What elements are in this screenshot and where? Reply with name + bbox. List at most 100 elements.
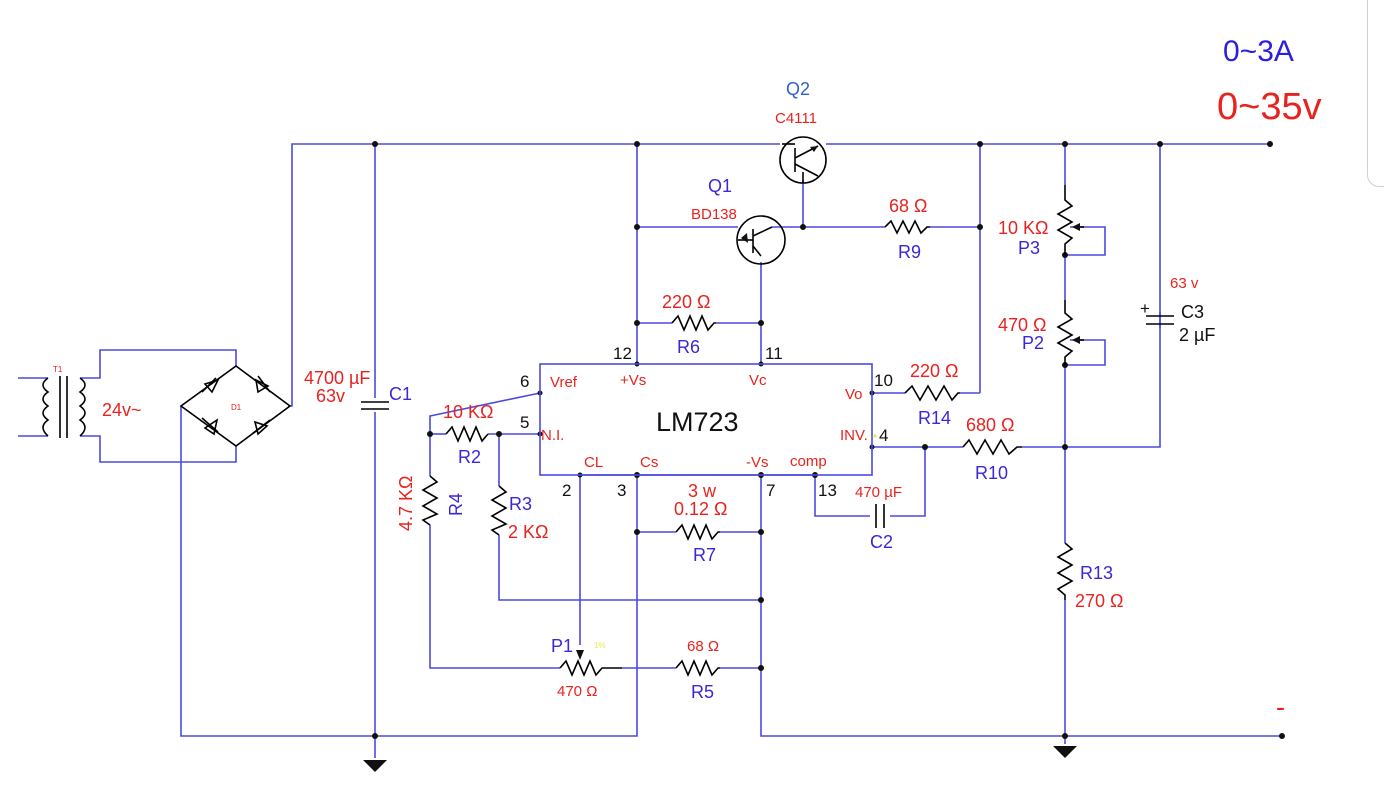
r10-name: R10 (975, 463, 1008, 483)
wire-r10-right (1022, 144, 1161, 448)
p1-tag: 1% (594, 641, 606, 650)
ic-name: LM723 (656, 407, 739, 437)
r4-name: R4 (446, 493, 466, 516)
r9-name: R9 (898, 242, 921, 262)
resistor-r9[interactable]: 68 Ω R9 (884, 196, 930, 262)
p3-name: P3 (1018, 238, 1040, 258)
wire-top-rail (288, 143, 780, 407)
pin10-label: Vo (845, 386, 863, 403)
c3-rating: 63 v (1170, 275, 1199, 292)
scroll-edge (1367, 0, 1384, 187)
q1-part: BD138 (691, 206, 737, 223)
wire-bottom-rail-left (180, 406, 638, 737)
pin12-label: +Vs (620, 372, 646, 389)
output-negative-label: - (1276, 692, 1285, 722)
ground-right (1053, 746, 1077, 758)
bridge-rectifier-d1[interactable]: D1 (179, 365, 292, 447)
pin13-number: 13 (818, 481, 837, 500)
r7-value: 0.12 Ω (674, 499, 728, 519)
resistor-r10[interactable]: 680 Ω R10 (962, 415, 1022, 483)
r3-value: 2 KΩ (508, 522, 548, 542)
pin2-number: 2 (562, 481, 571, 500)
pin11-label: Vc (749, 372, 767, 389)
resistor-r2[interactable]: 10 KΩ R2 (443, 402, 493, 467)
wire-bottom-rail-right (760, 668, 1282, 737)
p2-value: 470 Ω (998, 315, 1047, 335)
q2-part: C4111 (775, 110, 817, 127)
r2-name: R2 (458, 447, 481, 467)
c3-name: C3 (1181, 302, 1204, 322)
pin6-number: 6 (520, 372, 529, 391)
r13-value: 270 Ω (1075, 591, 1124, 611)
r7-power: 3 w (688, 481, 717, 501)
resistor-r14[interactable]: 220 Ω R14 (904, 361, 960, 428)
pin5-number: 5 (520, 413, 529, 432)
r10-value: 680 Ω (966, 415, 1015, 435)
capacitor-c1[interactable]: 4700 µF 63v C1 (304, 368, 412, 410)
transistor-q1[interactable]: Q1 BD138 (691, 176, 786, 265)
resistor-r13[interactable]: R13 270 Ω (1056, 542, 1124, 611)
resistor-r5[interactable]: 68 Ω R5 (675, 638, 720, 702)
wire-t1-secondary-top (80, 349, 237, 379)
pin7-number: 7 (766, 481, 775, 500)
pin3-number: 3 (617, 481, 626, 500)
wire-c2-left (814, 475, 870, 517)
r13-name: R13 (1080, 563, 1113, 583)
pin12-number: 12 (613, 344, 632, 363)
resistor-r6[interactable]: 220 Ω R6 (662, 292, 716, 357)
resistor-r4[interactable]: 4.7 KΩ R4 (396, 475, 466, 532)
pin10-number: 10 (874, 371, 893, 390)
wire-t1-secondary-bottom (80, 435, 237, 463)
r5-name: R5 (691, 682, 714, 702)
r5-value: 68 Ω (687, 638, 719, 655)
p2-name: P2 (1022, 333, 1044, 353)
ic-lm723[interactable]: LM723 Vref N.I. +Vs Vc Vo INV. CL Cs -Vs… (520, 344, 893, 500)
t1-label: T1 (53, 365, 63, 374)
t1-voltage: 24v~ (102, 400, 142, 420)
junctions (372, 141, 1285, 739)
c2-value: 470 µF (855, 484, 902, 501)
potentiometer-p2[interactable]: 470 Ω P2 (998, 300, 1084, 365)
pin5-label: N.I. (541, 427, 564, 444)
wire-p3-wiper (1065, 226, 1106, 256)
c3-value: 2 µF (1179, 325, 1215, 345)
d1-label: D1 (231, 403, 242, 412)
c1-value: 4700 µF (304, 368, 370, 388)
transformer-t1[interactable]: T1 24v~ (42, 365, 142, 438)
output-current-label: 0~3A (1223, 35, 1294, 68)
pin11-number: 11 (765, 344, 783, 363)
pin3-label: Cs (640, 454, 658, 471)
wire-p2-wiper (1065, 339, 1106, 366)
r14-name: R14 (918, 408, 951, 428)
pin2-label: CL (584, 454, 603, 471)
output-voltage-label: 0~35v (1217, 86, 1322, 128)
r3-name: R3 (509, 494, 532, 514)
transistor-q2[interactable]: Q2 C4111 (775, 79, 827, 184)
r6-name: R6 (677, 337, 700, 357)
potentiometer-p1[interactable]: P1 1% 470 Ω (551, 636, 622, 700)
p1-value: 470 Ω (557, 683, 597, 700)
resistor-r7[interactable]: 3 w 0.12 Ω R7 (674, 481, 728, 565)
capacitor-c2[interactable]: 470 µF C2 (855, 484, 902, 552)
c1-name: C1 (389, 384, 412, 404)
resistor-r3[interactable]: R3 2 KΩ (490, 485, 548, 542)
r9-value: 68 Ω (889, 196, 927, 216)
r14-value: 220 Ω (910, 361, 959, 381)
wire-c2-right (890, 447, 926, 517)
q2-name: Q2 (786, 79, 810, 99)
p3-value: 10 KΩ (998, 218, 1048, 238)
pin13-label: comp (790, 453, 827, 470)
pin4-number: 4 (879, 426, 888, 445)
c1-rating: 63v (316, 386, 345, 406)
wire-vref (429, 392, 541, 434)
potentiometer-p3[interactable]: 10 KΩ P3 (998, 185, 1084, 258)
capacitor-c3[interactable]: + 63 v C3 2 µF (1140, 275, 1215, 345)
c3-plus: + (1140, 299, 1150, 318)
c2-name: C2 (870, 532, 893, 552)
r7-name: R7 (693, 545, 716, 565)
pin4-label: INV. (840, 427, 868, 444)
inv-marker (873, 434, 877, 438)
ground-left (363, 760, 387, 772)
wires (18, 143, 1282, 758)
